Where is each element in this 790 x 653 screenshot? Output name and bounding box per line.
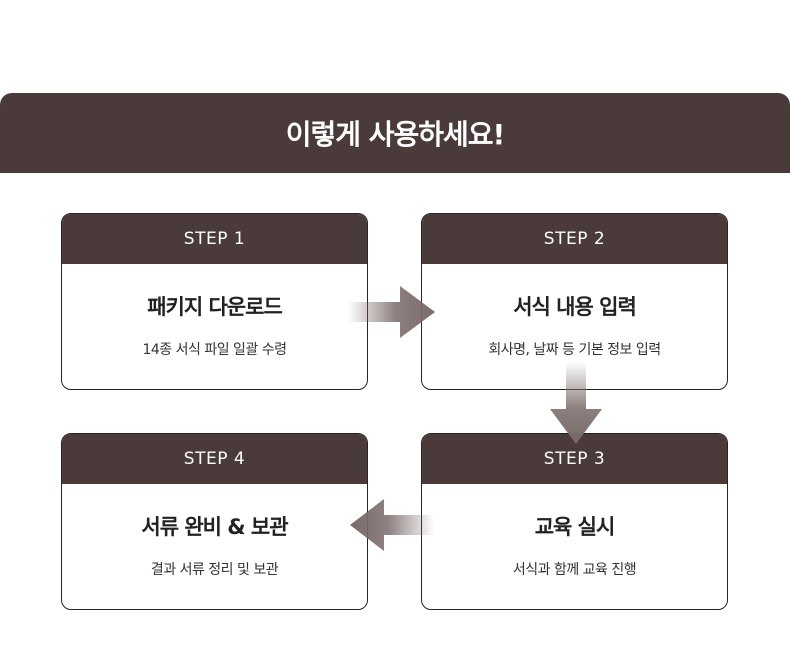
step-2-card: STEP 2 서식 내용 입력 회사명, 날짜 등 기본 정보 입력: [421, 213, 728, 390]
step-4-label: STEP 4: [62, 434, 367, 484]
step-4-title: 서류 완비 & 보관: [141, 515, 288, 539]
step-3-title: 교육 실시: [534, 515, 616, 539]
arrow-down-icon: [550, 362, 602, 444]
banner-title: 이렇게 사용하세요!: [285, 118, 506, 151]
step-3-label: STEP 3: [422, 434, 727, 484]
step-2-title: 서식 내용 입력: [513, 295, 637, 319]
step-4-card: STEP 4 서류 완비 & 보관 결과 서류 정리 및 보관: [61, 433, 368, 610]
step-1-card: STEP 1 패키지 다운로드 14종 서식 파일 일괄 수령: [61, 213, 368, 390]
guide-banner: 이렇게 사용하세요!: [0, 93, 790, 173]
step-1-label: STEP 1: [62, 214, 367, 264]
step-2-desc: 회사명, 날짜 등 기본 정보 입력: [488, 342, 661, 358]
step-2-label: STEP 2: [422, 214, 727, 264]
step-3-desc: 서식과 함께 교육 진행: [512, 562, 637, 578]
step-1-title: 패키지 다운로드: [147, 295, 283, 319]
step-1-desc: 14종 서식 파일 일괄 수령: [142, 342, 287, 358]
arrow-left-icon: [350, 499, 434, 551]
step-3-card: STEP 3 교육 실시 서식과 함께 교육 진행: [421, 433, 728, 610]
arrow-right-icon: [348, 286, 435, 338]
step-4-desc: 결과 서류 정리 및 보관: [150, 562, 279, 578]
